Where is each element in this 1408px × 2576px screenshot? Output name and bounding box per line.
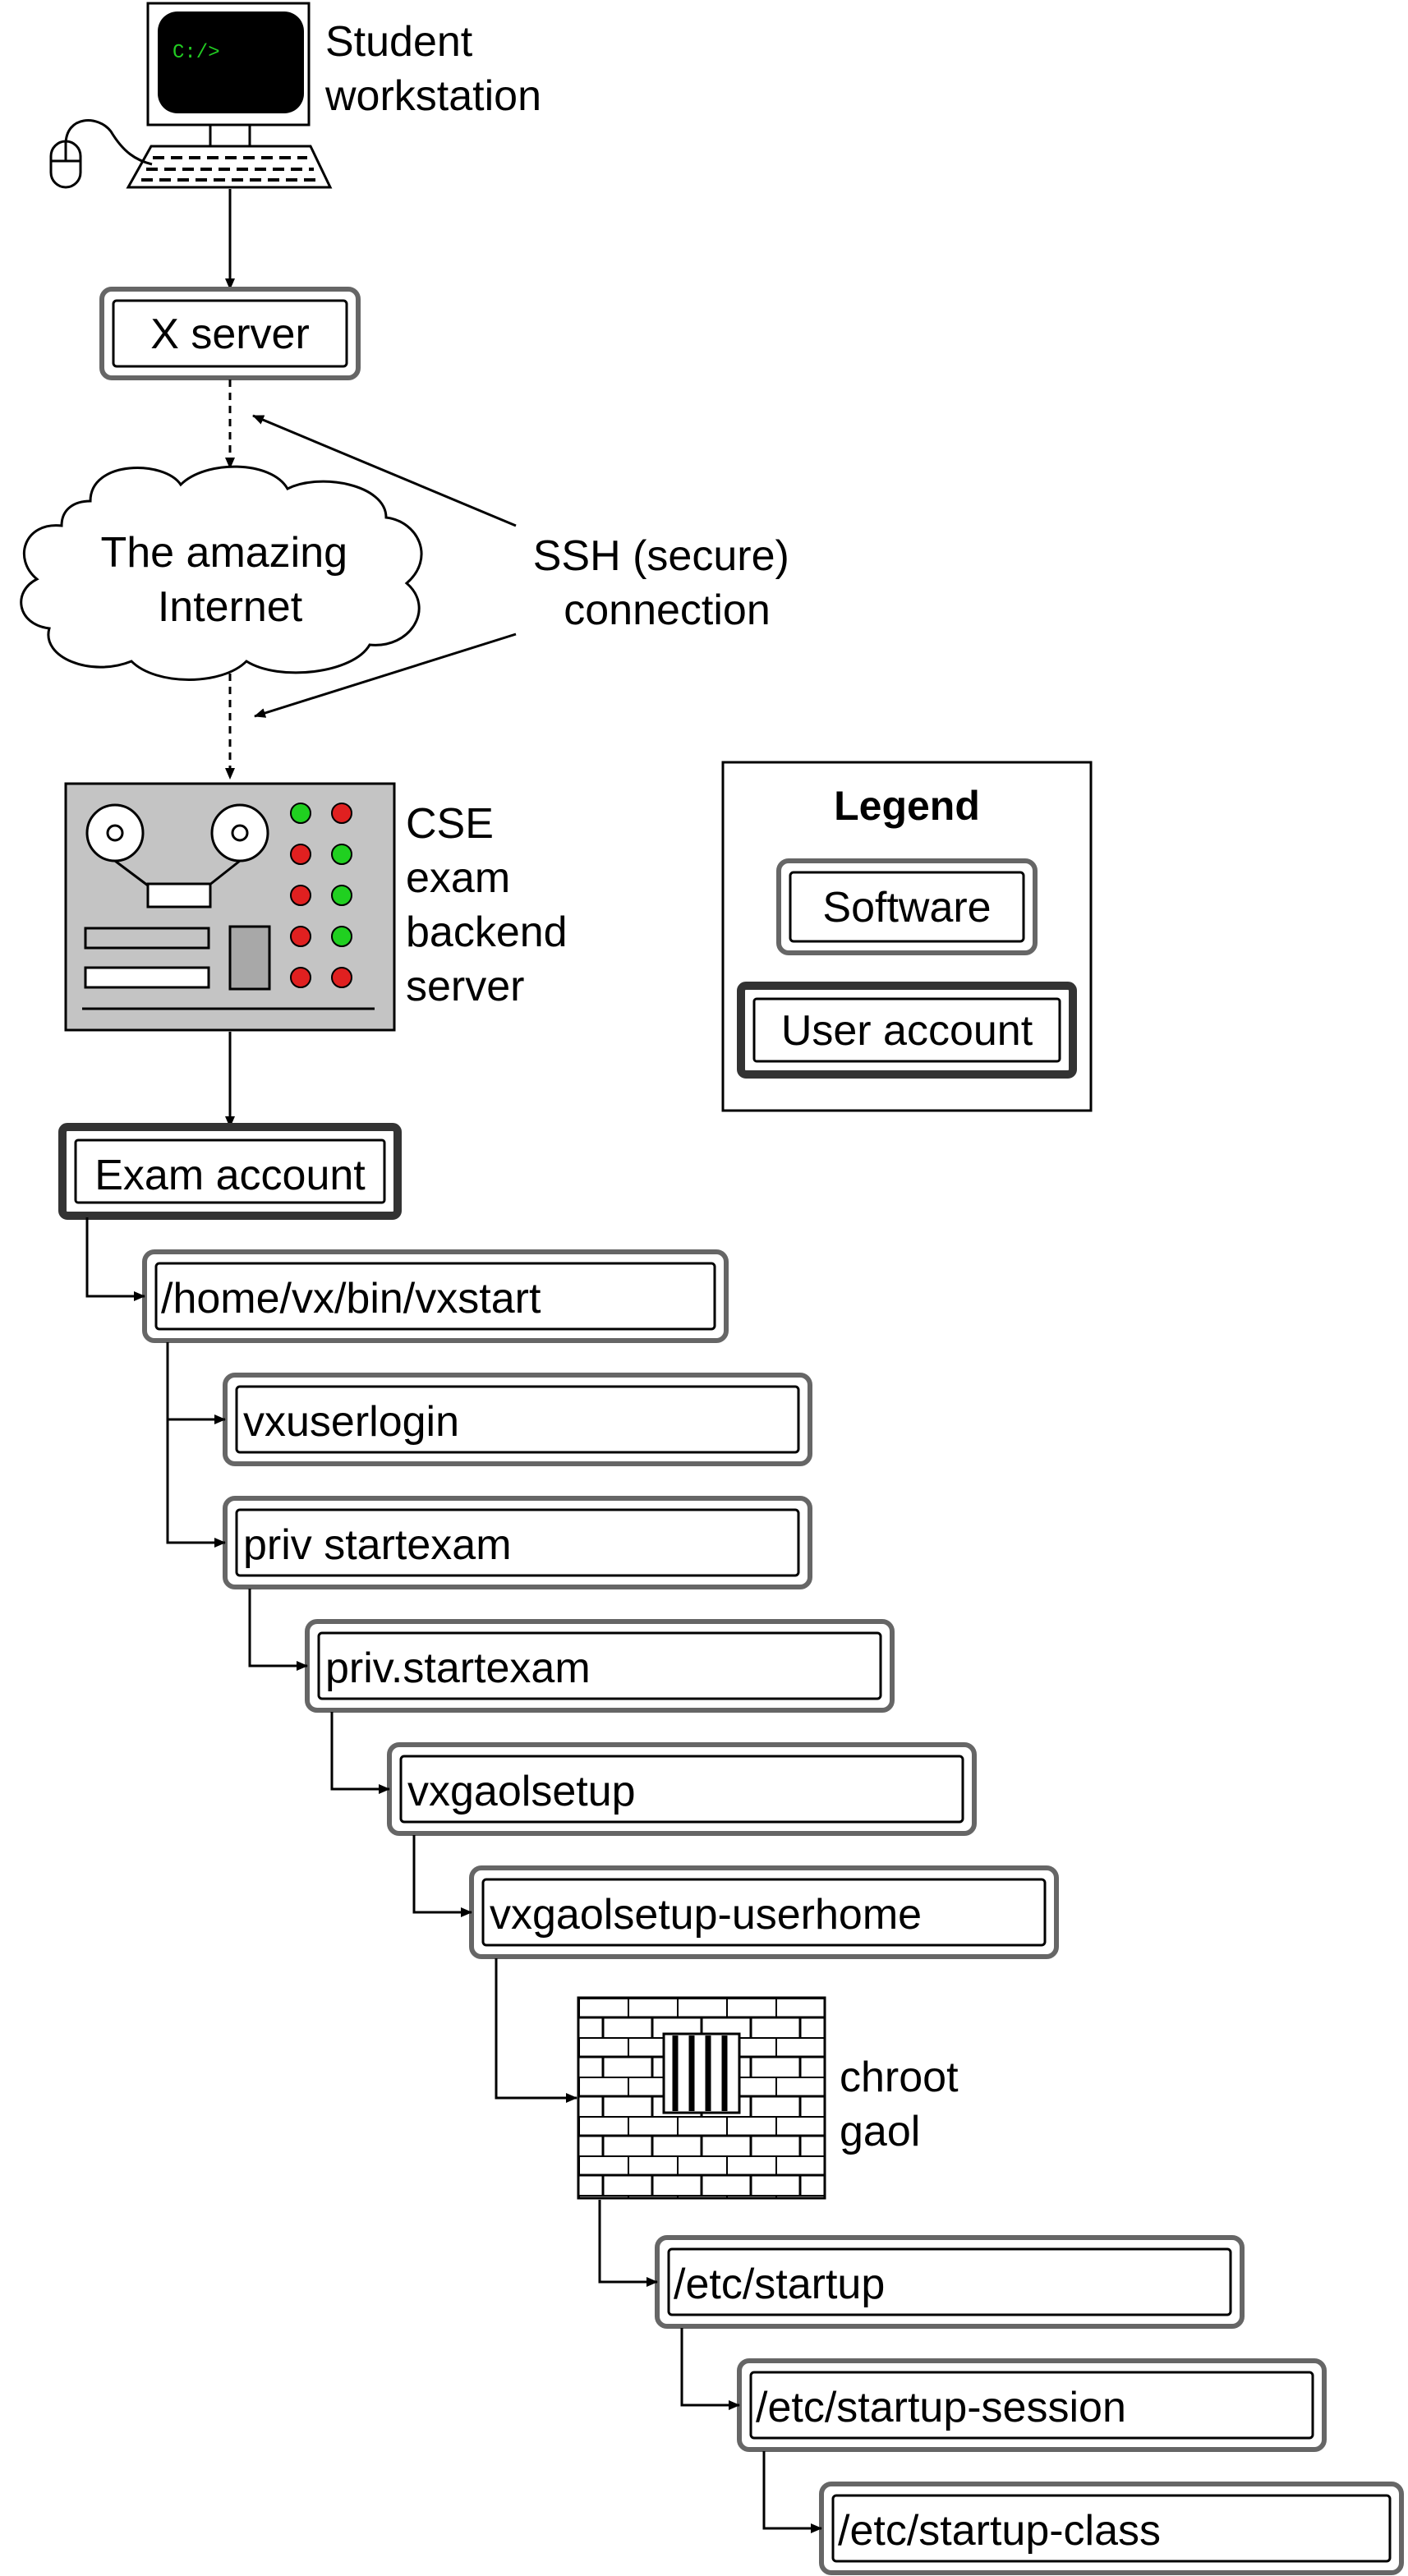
chain-item-1-label: vxuserlogin [243,1398,459,1446]
chain-item-4: vxgaolsetup [387,1742,977,1836]
legend: Legend Software User account [721,761,1093,1112]
arrow-to-startup-session [680,2328,740,2410]
chain-item-5: vxgaolsetup-userhome [469,1865,1059,1959]
chain-item-6-label: /etc/startup [674,2261,885,2308]
chain-item-3-label: priv.startexam [325,1644,591,1692]
ssh-label: SSH (secure) connection [533,532,802,634]
chain-item-0-label: /home/vx/bin/vxstart [161,1275,541,1322]
arrow-chroot-to-etc-startup [598,2200,658,2287]
workstation-label: Student workstation [324,18,541,120]
arrow-userhome-to-chroot [495,1958,577,2103]
workstation-icon: C:/> [49,2,333,189]
chain-item-8-label: /etc/startup-class [838,2507,1161,2555]
internet-label: The amazing Internet [100,529,359,631]
arrow-to-vxgaolsetup-userhome [412,1835,472,1917]
backend-label-line1: CSE [406,800,494,848]
exam-account-label: Exam account [94,1152,366,1199]
legend-title: Legend [834,783,980,829]
chain-item-1: vxuserlogin [223,1373,812,1466]
arrow-ssh-to-upper [252,414,517,527]
internet-label-line1: The amazing [100,529,347,577]
chroot-gaol-icon [577,1996,826,2200]
internet-label-line2: Internet [158,583,303,631]
exam-account-box: Exam account [58,1123,402,1220]
backend-label-line4: server [406,963,524,1010]
chain-item-7: /etc/startup-session [737,2358,1327,2452]
ssh-label-line2: connection [564,586,771,634]
chroot-label: chroot gaol [840,2054,970,2155]
chain-item-4-label: vxgaolsetup [407,1768,636,1815]
arrow-vxstart-to-priv-startexam [166,1419,226,1548]
chain-item-3: priv.startexam [305,1619,895,1713]
x-server-box: X server [99,287,361,380]
ssh-label-line1: SSH (secure) [533,532,789,580]
x-server-label: X server [150,310,310,358]
screen-prompt: C:/> [173,42,220,64]
arrow-to-vxgaolsetup [330,1712,390,1794]
chain-item-6: /etc/startup [655,2235,1245,2329]
legend-user-account-label: User account [781,1007,1033,1055]
arrow-priv-startexam-to-priv-dot-startexam [248,1589,308,1671]
arrow-exam-to-vxstart [85,1217,145,1301]
chroot-label-line1: chroot [840,2054,959,2101]
backend-label-line3: backend [406,908,568,956]
workstation-label-line1: Student [325,18,473,66]
legend-software-label: Software [822,884,991,932]
backend-label-line2: exam [406,854,510,902]
chain-item-2-label: priv startexam [243,1521,512,1569]
arrow-vxstart-to-vxuserlogin [166,1342,226,1424]
chain-item-7-label: /etc/startup-session [756,2384,1126,2431]
internet-cloud: The amazing Internet [20,465,423,681]
legend-user-account-swatch: User account [737,982,1077,1079]
chain-item-2: priv startexam [223,1496,812,1589]
chroot-label-line2: gaol [840,2108,920,2155]
chain-item-0: /home/vx/bin/vxstart [142,1249,729,1343]
backend-label: CSE exam backend server [406,800,579,1010]
arrow-to-startup-class [762,2451,822,2533]
chain-item-5-label: vxgaolsetup-userhome [490,1891,922,1939]
legend-software-swatch: Software [776,858,1038,955]
backend-server-icon [64,782,396,1032]
chain-item-8: /etc/startup-class [819,2482,1404,2575]
workstation-label-line2: workstation [324,72,541,120]
arrow-ssh-to-lower [254,632,517,718]
